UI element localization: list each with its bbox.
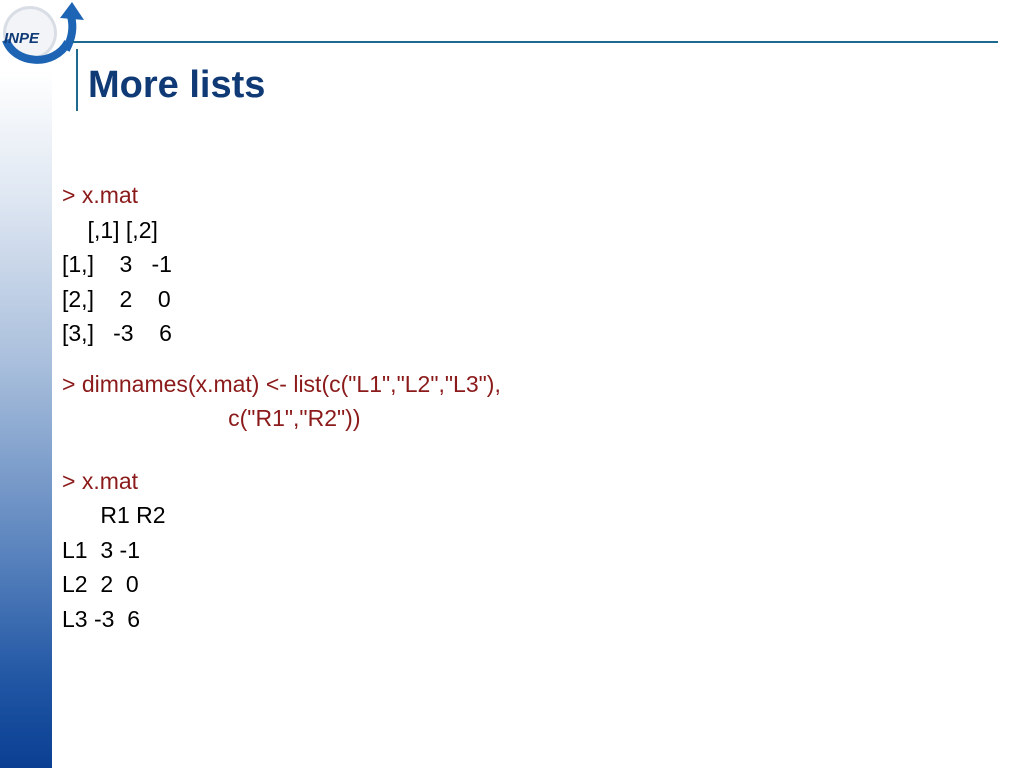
output-line: [1,] 3 -1 (62, 251, 172, 277)
logo-text: INPE (4, 30, 40, 47)
output-line: [,1] [,2] (62, 216, 158, 243)
header-rule (72, 41, 998, 43)
spacer (62, 436, 1002, 464)
output-line: R1 R2 (62, 502, 166, 528)
title-accent-bar (76, 49, 78, 111)
output-line: [2,] 2 0 (62, 285, 171, 312)
inpe-logo-icon: INPE (2, 2, 84, 64)
slide-body: > x.mat [,1] [,2] [1,] 3 -1 [2,] 2 0 [3,… (62, 178, 1002, 636)
command-line: > x.mat (62, 182, 139, 208)
command-line: > dimnames(x.mat) <- list(c("L1","L2","L… (62, 370, 501, 397)
command-line: > x.mat (62, 467, 139, 494)
output-line: L3 -3 6 (62, 605, 140, 632)
output-line: [3,] -3 6 (62, 320, 172, 346)
output-line: L1 3 -1 (62, 536, 140, 563)
command-line: c("R1","R2")) (62, 405, 361, 431)
sidebar-gradient (0, 70, 52, 768)
spacer (62, 351, 1002, 367)
output-line: L2 2 0 (62, 571, 139, 597)
slide-title: More lists (88, 64, 266, 106)
